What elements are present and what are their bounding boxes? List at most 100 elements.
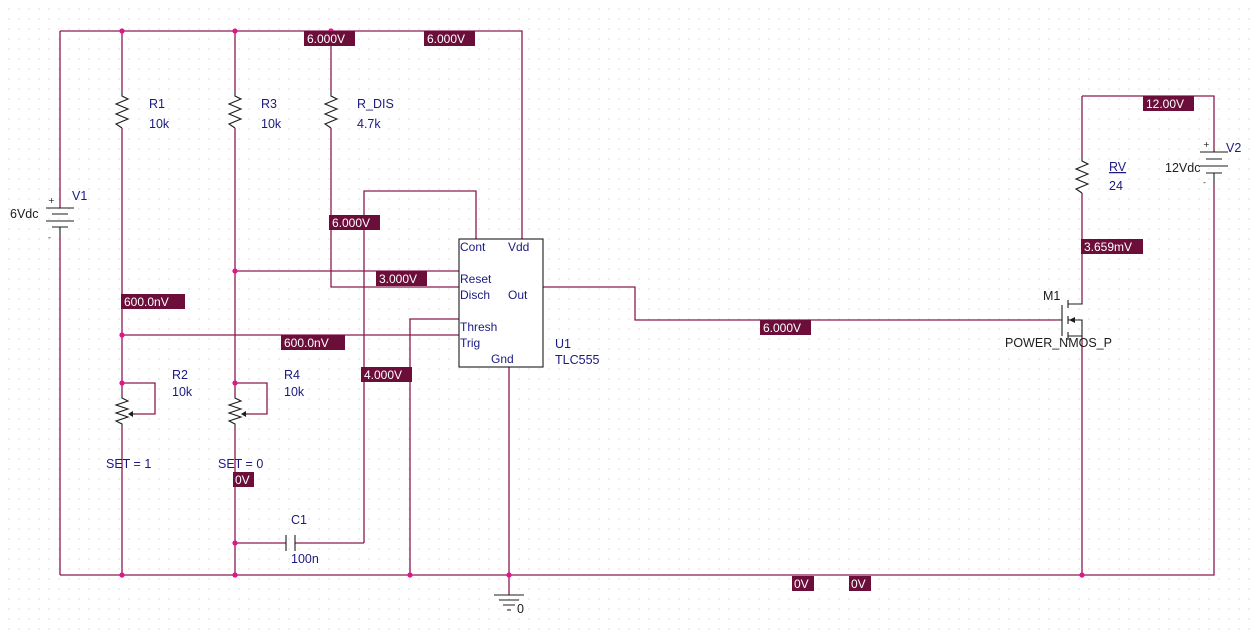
voltage-marker[interactable]: 3.659mV [1081,239,1143,254]
voltage-marker[interactable]: 0V [792,576,814,591]
voltage-marker[interactable]: 600.0nV [281,335,345,350]
resistor-r1[interactable]: R1 10k [114,92,170,131]
r1-value: 10k [149,117,170,131]
pin-vdd: Vdd [508,240,529,254]
r2-value: 10k [172,385,193,399]
ground-icon [494,594,524,611]
rdis-ref: R_DIS [357,97,394,111]
r4-ref: R4 [284,368,300,382]
voltage-marker[interactable]: 4.000V [361,367,412,382]
voltage-value: 0V [235,473,250,487]
r1-ref: R1 [149,97,165,111]
v1-ref: V1 [72,189,87,203]
junction [119,572,125,578]
voltage-marker[interactable]: 600.0nV [121,294,185,309]
plus-icon: + [1203,140,1210,149]
mosfet-arrow [1069,317,1075,323]
resistor-symbol [227,92,243,129]
u1-ref: U1 [555,337,571,351]
voltage-value: 0V [794,577,809,591]
mosfet-m1[interactable]: M1 POWER_NMOS_P [1005,289,1112,350]
pot-wiper-head [241,411,246,417]
wire-out [543,286,1058,321]
junction [119,332,125,338]
r4-value: 10k [284,385,305,399]
junction [506,572,512,578]
wires [59,30,1215,595]
voltage-value: 4.000V [364,368,402,382]
wire-v2-loop [1081,95,1215,575]
pin-thresh: Thresh [460,320,497,334]
pin-gnd: Gnd [491,352,514,366]
pin-disch: Disch [460,288,490,302]
m1-model: POWER_NMOS_P [1005,336,1112,350]
junction [232,380,238,386]
voltage-value: 600.0nV [124,295,169,309]
r4-set: SET = 0 [218,457,263,471]
voltage-marker[interactable]: 6.000V [760,320,811,335]
capacitor-c1[interactable]: C1 100n [285,513,319,566]
v2-value: 12Vdc [1165,161,1200,175]
pot-symbol [227,395,243,428]
resistor-r3[interactable]: R3 10k [227,92,282,131]
resistor-rv[interactable]: RV 24 [1074,157,1127,194]
wire-r4-wiper [235,382,268,415]
voltage-value: 12.00V [1146,97,1184,111]
voltage-value: 6.000V [307,32,345,46]
pin-out: Out [508,288,528,302]
potentiometer-r2[interactable]: R2 10k SET = 1 [106,368,193,471]
voltage-value: 6.000V [332,216,370,230]
m1-ref: M1 [1043,289,1060,303]
voltage-markers: 6.000V 6.000V 6.000V 3.000V 600.0nV 600.… [121,31,1194,591]
battery-plates [46,207,74,236]
battery-v1[interactable]: V1 6Vdc [10,189,87,236]
ic-u1-tlc555[interactable]: Cont Vdd Reset Disch Out Thresh Trig Gnd… [458,238,600,368]
polarity-marks: + - + - [48,140,1210,242]
pot-symbol [114,395,130,428]
wire-top-rail [60,30,523,239]
junction [232,572,238,578]
mosfet-gate [1058,305,1063,336]
voltage-marker[interactable]: 0V [849,576,871,591]
voltage-marker[interactable]: 12.00V [1143,96,1194,111]
plus-icon: + [48,196,55,205]
wire-rdis [330,31,459,288]
voltage-value: 6.000V [763,321,801,335]
voltage-value: 3.659mV [1084,240,1132,254]
junction [1079,572,1085,578]
resistor-symbol [1074,157,1090,194]
r2-ref: R2 [172,368,188,382]
voltage-marker[interactable]: 0V [233,472,254,487]
wire-r2-wiper [122,382,156,415]
pin-cont: Cont [460,240,486,254]
ic-body [458,238,544,368]
voltage-marker[interactable]: 6.000V [329,215,380,230]
resistor-rdis[interactable]: R_DIS 4.7k [323,92,394,131]
wire-thresh [409,318,459,575]
capacitor-plates [285,535,296,551]
voltage-value: 3.000V [379,272,417,286]
resistor-symbol [323,92,339,129]
r2-set: SET = 1 [106,457,151,471]
junction [407,572,413,578]
junction [232,28,238,34]
ground-label: 0 [517,602,524,616]
minus-icon: - [1203,178,1206,187]
v2-ref: V2 [1226,141,1241,155]
potentiometer-r4[interactable]: R4 10k SET = 0 [218,368,305,471]
junction [119,380,125,386]
rv-ref: RV [1109,160,1127,174]
voltage-marker[interactable]: 6.000V [424,31,475,46]
voltage-marker[interactable]: 6.000V [304,31,355,46]
voltage-value: 600.0nV [284,336,329,350]
voltage-marker[interactable]: 3.000V [376,271,427,286]
r3-value: 10k [261,117,282,131]
battery-v2[interactable]: V2 12Vdc [1165,141,1241,184]
resistor-symbol [114,92,130,129]
wire-bottom-rail [60,184,1215,576]
ground-symbol: 0 [494,594,524,616]
rv-value: 24 [1109,179,1123,193]
v1-value: 6Vdc [10,207,39,221]
